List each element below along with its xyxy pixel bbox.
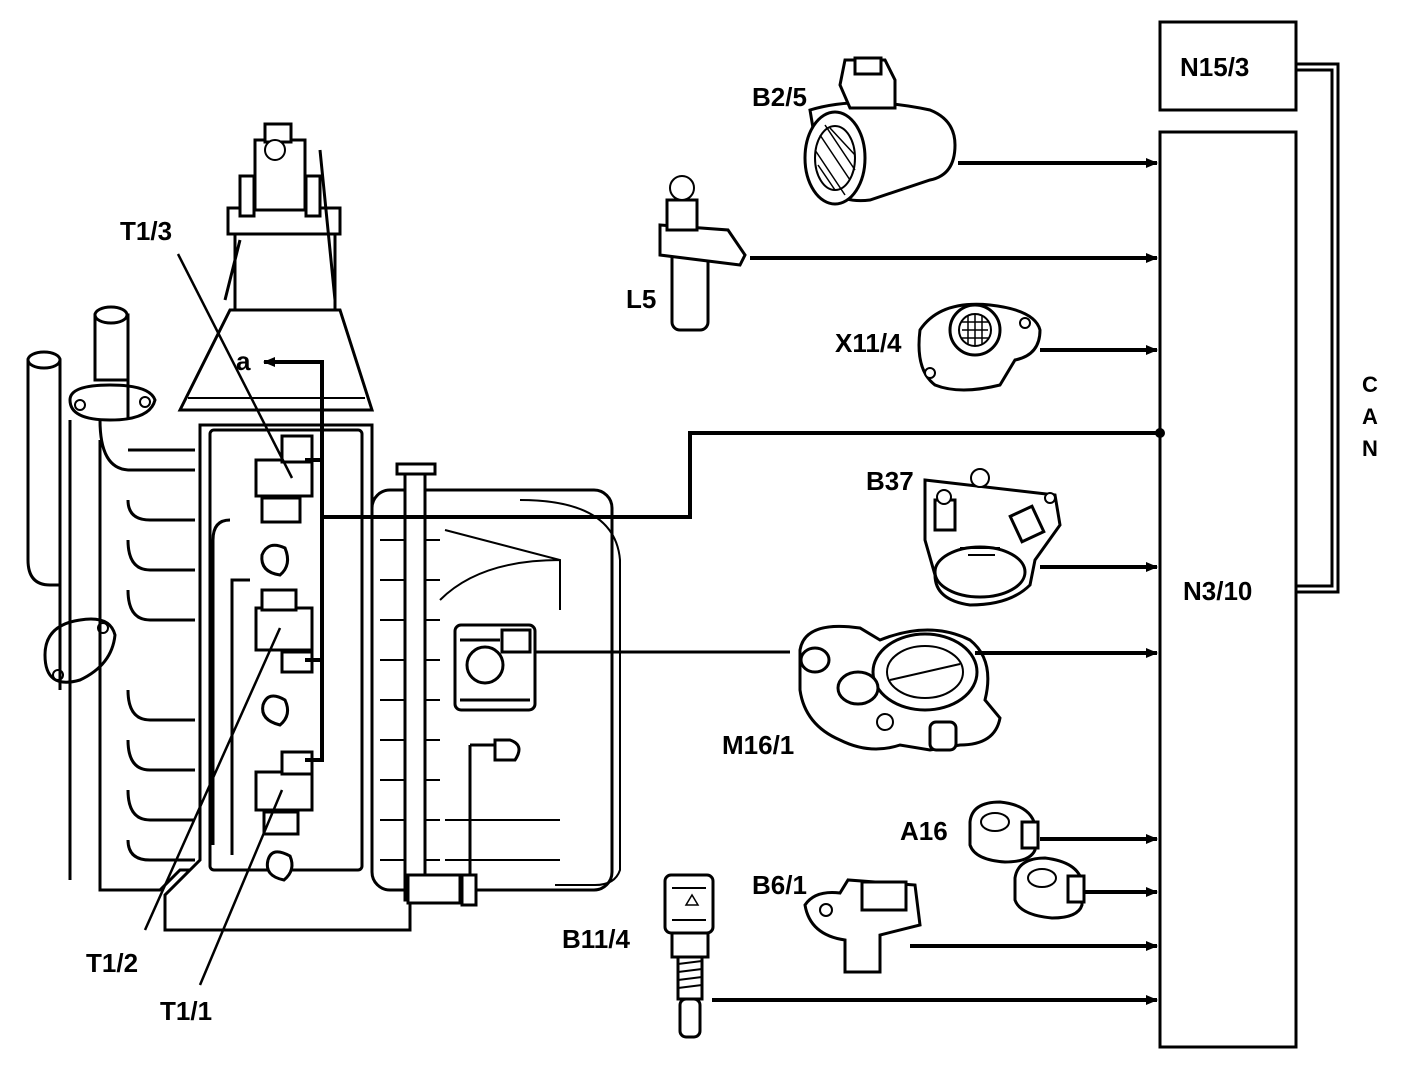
- x11-4-connector: [917, 302, 1042, 392]
- n15-3-box: [1158, 20, 1298, 112]
- label-t1-3: T1/3: [120, 216, 172, 246]
- label-n15-3: N15/3: [1180, 52, 1249, 82]
- b6-1-sensor: [803, 878, 922, 974]
- junction-dot: [1155, 428, 1165, 438]
- label-can-n: N: [1362, 436, 1378, 461]
- b2-5-sensor: [803, 56, 957, 206]
- n3-10-box: [1158, 130, 1298, 1049]
- leader-t1-2: [143, 627, 282, 931]
- label-a16: A16: [900, 816, 948, 846]
- engine-harness-line: [322, 431, 1160, 519]
- l5-sensor: [658, 175, 747, 332]
- label-b6-1: B6/1: [752, 870, 807, 900]
- a16-knock-sensor-2: [1013, 856, 1086, 920]
- label-can-c: C: [1362, 372, 1378, 397]
- label-n3-10: N3/10: [1183, 576, 1252, 606]
- label-a: a: [236, 346, 251, 376]
- label-x11-4: X11/4: [835, 328, 902, 358]
- can-bus-line-inner: [1296, 68, 1334, 588]
- label-t1-2: T1/2: [86, 948, 138, 978]
- label-b2-5: B2/5: [752, 82, 807, 112]
- label-l5: L5: [626, 284, 656, 314]
- b11-4-sensor: [663, 873, 715, 1039]
- m16-1-actuator: [798, 624, 1002, 752]
- label-t1-1: T1/1: [160, 996, 212, 1026]
- label-b11-4: B11/4: [562, 924, 630, 954]
- b37-sensor: [923, 468, 1062, 607]
- can-bus-line-outer: [1296, 62, 1340, 594]
- label-can-a: A: [1362, 404, 1378, 429]
- engine-illustration: [26, 122, 621, 932]
- a16-knock-sensor-1: [968, 800, 1040, 864]
- label-b37: B37: [866, 466, 914, 496]
- label-m16-1: M16/1: [722, 730, 794, 760]
- leader-t1-1: [198, 789, 284, 986]
- leader-t1-3: [176, 253, 294, 479]
